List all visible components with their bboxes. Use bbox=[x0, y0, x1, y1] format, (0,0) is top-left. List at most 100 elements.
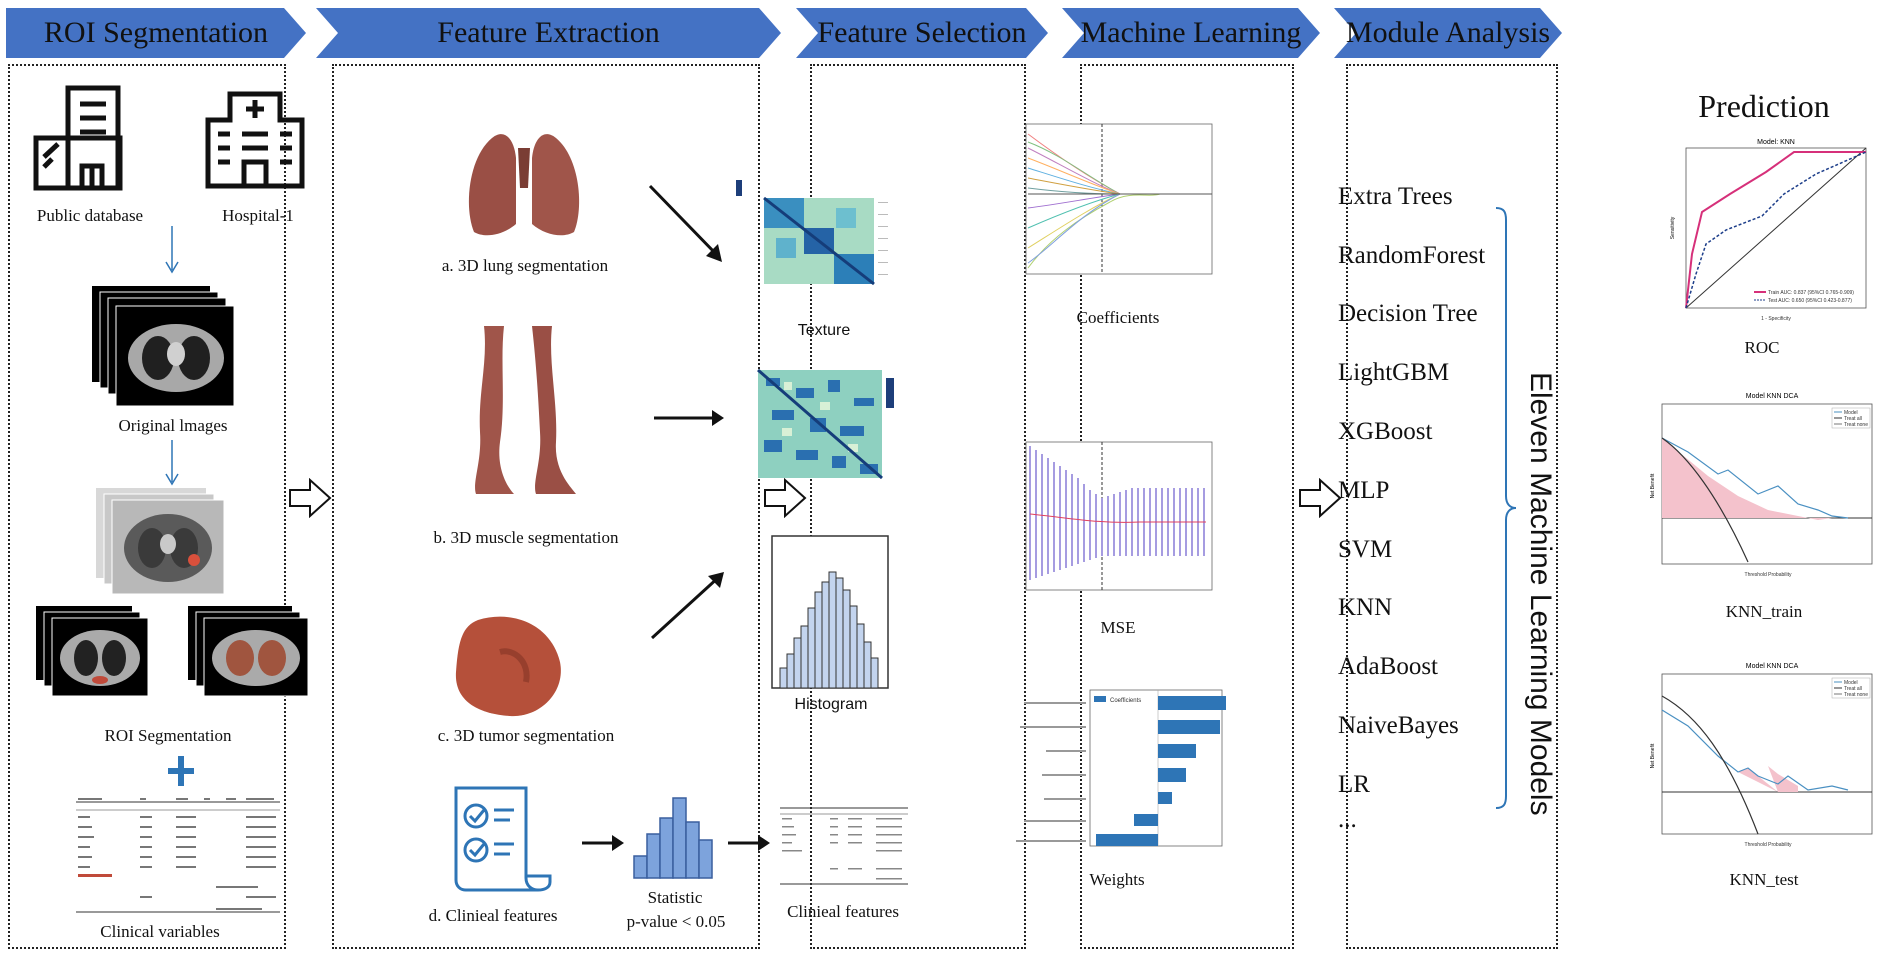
model-mlp: MLP bbox=[1338, 477, 1390, 504]
dca-legend-none: Treat none bbox=[1844, 422, 1868, 428]
original-images-label: Original lmages bbox=[118, 416, 228, 435]
statistic-label: Statistic bbox=[647, 888, 703, 907]
flow-arrow-icon bbox=[289, 478, 332, 518]
knn-train-caption: KNN_train bbox=[1725, 602, 1803, 621]
hospital-icon bbox=[205, 91, 305, 189]
panel-selection bbox=[810, 64, 1026, 949]
model-lr: LR bbox=[1338, 771, 1370, 798]
diagonal-down-arrow-icon bbox=[648, 184, 722, 262]
pvalue-label: p-value < 0.05 bbox=[626, 912, 726, 931]
model-more: ... bbox=[1338, 806, 1357, 833]
down-arrow-icon bbox=[165, 226, 179, 274]
knn-test-caption: KNN_test bbox=[1729, 870, 1799, 889]
stage-title: Module Analysis bbox=[1345, 16, 1551, 49]
roc-xlabel: 1 - Specificity bbox=[1761, 316, 1791, 322]
clinical-features-label: d. Clinieal features bbox=[428, 906, 558, 925]
tumor-3d-model bbox=[455, 616, 561, 717]
panel-extraction bbox=[332, 64, 760, 949]
lasso-coefficients-plot bbox=[1025, 123, 1213, 275]
public-database-icon bbox=[33, 85, 123, 191]
model-naive-bayes: NaiveBayes bbox=[1338, 712, 1459, 739]
feature-weights-plot: Coefficients bbox=[1016, 689, 1226, 847]
mse-label: MSE bbox=[1100, 618, 1136, 637]
dca-test-title: Model KNN DCA bbox=[1746, 663, 1799, 670]
model-random-forest: RandomForest bbox=[1338, 242, 1486, 269]
muscle-3d-model bbox=[475, 326, 576, 494]
dca-legend-model: Model bbox=[1844, 410, 1858, 416]
clinical-features-output-label: Clinieal features bbox=[787, 902, 899, 921]
plus-icon bbox=[168, 756, 194, 786]
model-group-brace bbox=[1495, 207, 1517, 809]
model-decision-tree: Decision Tree bbox=[1338, 300, 1478, 327]
dca-test-legend-model: Model bbox=[1844, 680, 1858, 686]
banner-arrow-shape bbox=[316, 8, 781, 58]
dca-test-xlabel: Threshold Probability bbox=[1745, 842, 1792, 848]
roc-train-legend: Train AUC: 0.837 (95%CI 0.765-0.909) bbox=[1768, 290, 1854, 296]
dca-test-legend-none: Treat none bbox=[1844, 692, 1868, 698]
tumor-ct-images bbox=[96, 488, 225, 595]
banner-arrow-shape bbox=[6, 8, 306, 58]
roc-test-legend: Test AUC: 0.650 (95%CI 0.423-0.877) bbox=[1768, 298, 1852, 304]
model-svm: SVM bbox=[1338, 536, 1393, 563]
public-database-label: Public database bbox=[36, 206, 144, 225]
roc-curve-plot: Model: KNN Train AUC: 0.837 (95%CI 0.765… bbox=[1670, 139, 1867, 322]
dca-test-ylabel: Net Benefit bbox=[1650, 743, 1656, 768]
lung-segmentation-label: a. 3D lung segmentation bbox=[441, 256, 609, 275]
roc-caption: ROC bbox=[1744, 338, 1780, 357]
dca-legend-all: Treat all bbox=[1844, 416, 1862, 422]
texture-heatmap bbox=[736, 180, 888, 286]
dca-train-title: Model KNN DCA bbox=[1746, 393, 1799, 400]
panel-analysis bbox=[1346, 64, 1558, 949]
model-xgboost: XGBoost bbox=[1338, 418, 1433, 445]
mse-plot bbox=[1025, 441, 1213, 591]
model-adaboost: AdaBoost bbox=[1338, 653, 1438, 680]
weights-label: Weights bbox=[1089, 870, 1145, 889]
right-arrow-icon bbox=[654, 410, 724, 426]
original-ct-images bbox=[92, 286, 235, 407]
segmented-lung-stack bbox=[188, 606, 309, 697]
down-arrow-icon bbox=[165, 440, 179, 486]
dca-test-plot: Model KNN DCA Model Treat all Treat none… bbox=[1650, 663, 1873, 848]
texture-label: Texture bbox=[797, 322, 851, 339]
flow-arrow-icon bbox=[1299, 478, 1342, 518]
model-lightgbm: LightGBM bbox=[1338, 359, 1450, 386]
right-arrow-icon bbox=[728, 835, 770, 851]
stage-banner-ml: Machine Learning bbox=[1062, 8, 1320, 58]
stage-title: Machine Learning bbox=[1080, 16, 1302, 49]
muscle-heatmap bbox=[757, 368, 894, 480]
stage-banner-selection: Feature Selection bbox=[796, 8, 1048, 58]
roi-segmentation-label: ROI Segmentation bbox=[104, 726, 232, 745]
roc-title: Model: KNN bbox=[1757, 139, 1795, 146]
stage-banner-roi: ROI Segmentation bbox=[6, 8, 306, 58]
banner-arrow-shape bbox=[1062, 8, 1320, 58]
muscle-segmentation-label: b. 3D muscle segmentation bbox=[433, 528, 619, 547]
histogram-label: Histogram bbox=[794, 696, 868, 713]
clinical-features-table bbox=[780, 807, 908, 885]
model-knn: KNN bbox=[1338, 594, 1393, 621]
panel-roi bbox=[8, 64, 286, 949]
dca-train-plot: Model KNN DCA Model Treat all Treat none… bbox=[1650, 393, 1873, 578]
weights-legend-text: Coefficients bbox=[1110, 698, 1141, 704]
clinical-variables-table bbox=[76, 798, 280, 913]
model-group-label: Eleven Machine Learning Models bbox=[1524, 372, 1557, 816]
stage-title: Feature Selection bbox=[817, 16, 1027, 49]
stage-title: Feature Extraction bbox=[437, 16, 660, 49]
stage-banner-analysis: Module Analysis bbox=[1334, 8, 1562, 58]
clinical-variables-label: Clinical variables bbox=[100, 922, 220, 941]
flow-arrow-icon bbox=[764, 478, 807, 518]
lung-3d-model bbox=[468, 134, 580, 236]
stage-title: ROI Segmentation bbox=[43, 16, 269, 49]
prediction-title: Prediction bbox=[1698, 88, 1830, 124]
diagonal-up-arrow-icon bbox=[650, 572, 724, 640]
statistic-histogram-icon bbox=[633, 797, 713, 879]
coefficients-label: Coefficients bbox=[1076, 308, 1160, 327]
hospital-label: Hospital-1 bbox=[222, 206, 294, 225]
clinical-features-document-icon bbox=[454, 786, 552, 892]
right-arrow-icon bbox=[582, 835, 624, 851]
stage-banner-extraction: Feature Extraction bbox=[316, 8, 781, 58]
model-extra-trees: Extra Trees bbox=[1338, 183, 1453, 210]
histogram-chart bbox=[771, 535, 889, 689]
roc-ylabel: Sensitivity bbox=[1670, 216, 1676, 239]
lung-ct-stack bbox=[36, 606, 149, 697]
banner-arrow-shape bbox=[1334, 8, 1562, 58]
